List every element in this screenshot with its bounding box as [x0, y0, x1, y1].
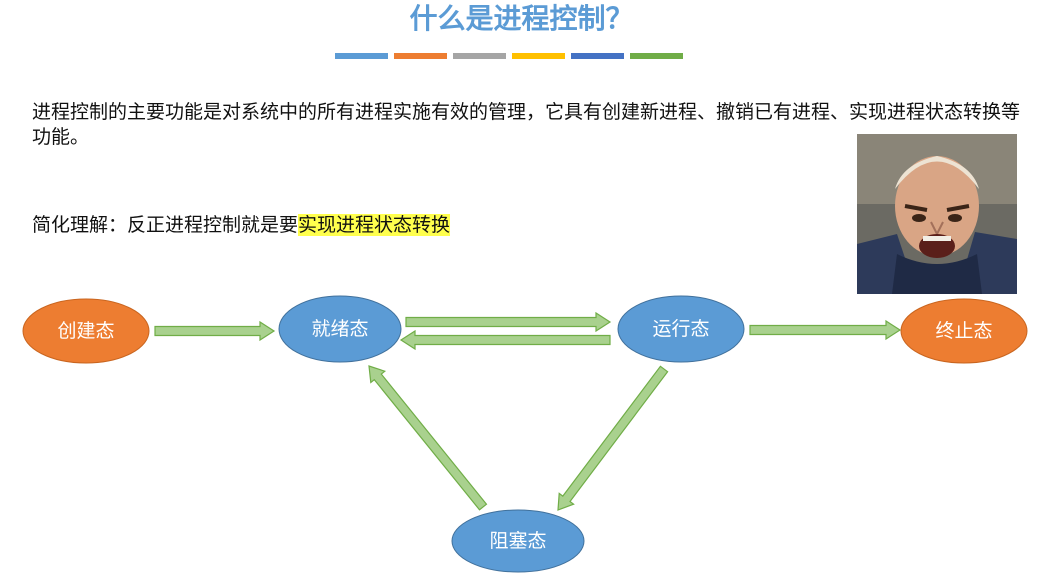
arrow-blocked-to-ready — [368, 365, 488, 511]
color-bar-segment — [394, 53, 447, 59]
node-terminated-shape — [900, 298, 1028, 364]
intro-paragraph: 进程控制的主要功能是对系统中的所有进程实施有效的管理，它具有创建新进程、撤销已有… — [32, 101, 1021, 148]
node-ready-shape — [278, 295, 402, 363]
summary-line: 简化理解：反正进程控制就是要实现进程状态转换 — [32, 211, 451, 239]
arrow-running-to-ready — [399, 329, 611, 351]
node-blocked-label: 阻塞态 — [489, 530, 546, 552]
node-terminated-label: 终止态 — [935, 320, 992, 342]
meme-face-illustration — [857, 134, 1017, 294]
page-title: 什么是进程控制？ — [409, 2, 634, 35]
summary-prefix: 简化理解：反正进程控制就是要 — [32, 214, 299, 236]
title-color-bar — [335, 53, 683, 59]
node-blocked-shape — [451, 509, 585, 573]
node-create: 创建态 — [22, 298, 150, 364]
node-ready-label: 就绪态 — [311, 318, 368, 340]
state-nodes: 创建态 就绪态 运行态 终止态 阻塞态 — [22, 295, 1028, 573]
color-bar-segment — [571, 53, 624, 59]
color-bar-segment — [630, 53, 683, 59]
meme-face-photo — [857, 134, 1017, 294]
summary-highlight: 实现进程状态转换 — [298, 214, 451, 236]
node-ready: 就绪态 — [278, 295, 402, 363]
node-create-label: 创建态 — [57, 320, 114, 342]
arrow-ready-to-running — [405, 311, 612, 333]
node-blocked: 阻塞态 — [451, 509, 585, 573]
arrow-running-to-terminated — [749, 319, 902, 341]
transition-arrows — [154, 311, 902, 511]
color-bar-segment — [453, 53, 506, 59]
color-bar-segment — [335, 53, 388, 59]
arrow-running-to-blocked — [557, 365, 669, 511]
node-running-shape — [617, 295, 745, 363]
node-running-label: 运行态 — [652, 318, 709, 340]
color-bar-segment — [512, 53, 565, 59]
arrow-create-to-ready — [154, 320, 276, 342]
node-create-shape — [22, 298, 150, 364]
node-terminated: 终止态 — [900, 298, 1028, 364]
node-running: 运行态 — [617, 295, 745, 363]
